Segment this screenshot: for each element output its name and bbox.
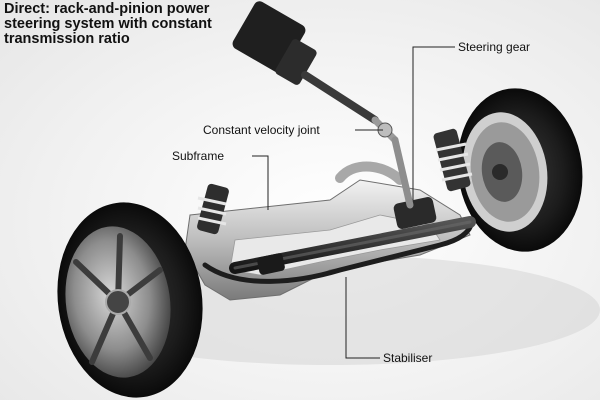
callout-steering-gear: Steering gear	[458, 40, 531, 54]
title-line-1: Direct: rack-and-pinion power	[4, 1, 210, 17]
leader-lines	[252, 46, 455, 359]
steering-rack	[229, 197, 476, 275]
left-strut	[197, 183, 229, 235]
callout-stabiliser: Stabiliser	[383, 351, 433, 365]
steering-column	[232, 1, 414, 209]
subframe-leader	[252, 155, 269, 210]
title-line-2: steering system with constant	[4, 16, 212, 32]
right-strut	[433, 128, 473, 192]
callout-subframe: Subframe	[172, 149, 225, 163]
steering-gear-leader	[412, 46, 455, 200]
title-line-3: transmission ratio	[4, 31, 130, 47]
callout-cv-joint: Constant velocity joint	[203, 123, 320, 137]
diagram-title: Direct: rack-and-pinion power steering s…	[4, 2, 304, 47]
left-wheel	[57, 202, 203, 398]
right-wheel	[457, 88, 583, 252]
stabiliser-leader	[345, 277, 380, 359]
stabiliser-bar	[202, 219, 475, 284]
